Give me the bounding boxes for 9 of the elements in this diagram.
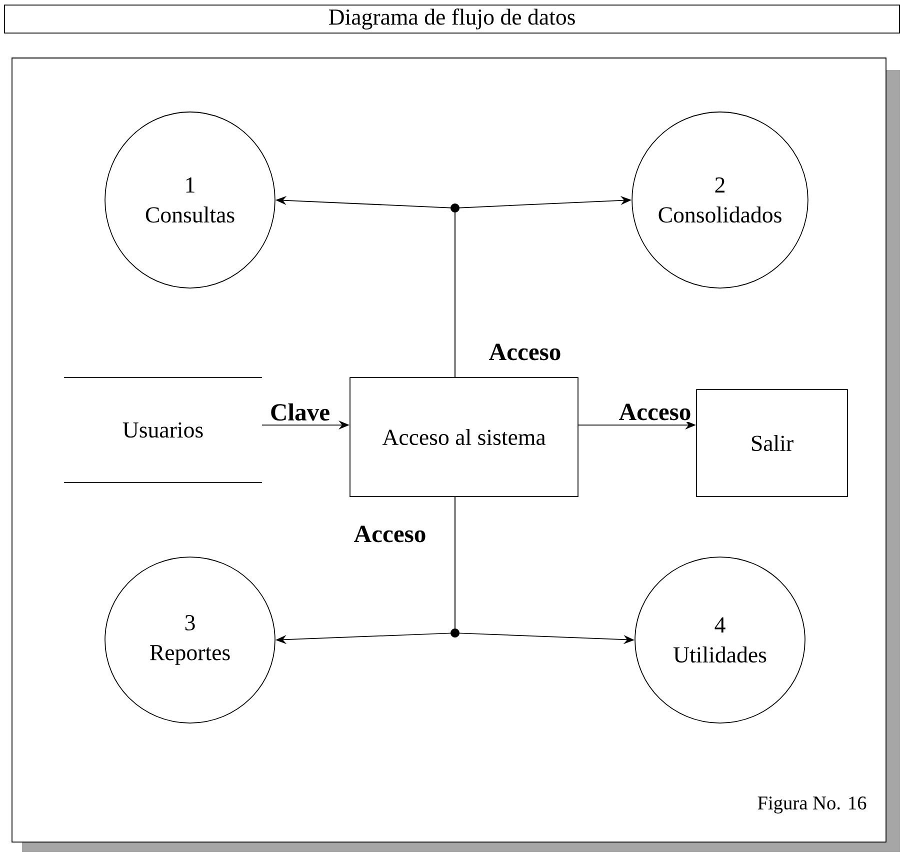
process-box: Acceso al sistema: [350, 377, 578, 497]
data-store: Usuarios: [64, 377, 262, 483]
title-box: Diagrama de flujo de datos: [4, 4, 900, 34]
edge-label: Acceso: [619, 404, 690, 420]
edge-label: Clave: [271, 403, 330, 421]
process-box: Salir: [696, 389, 848, 497]
edge-label: Acceso: [489, 344, 560, 360]
figure-number: Figura No. 16: [758, 796, 866, 814]
edge-label: Acceso: [354, 526, 426, 542]
